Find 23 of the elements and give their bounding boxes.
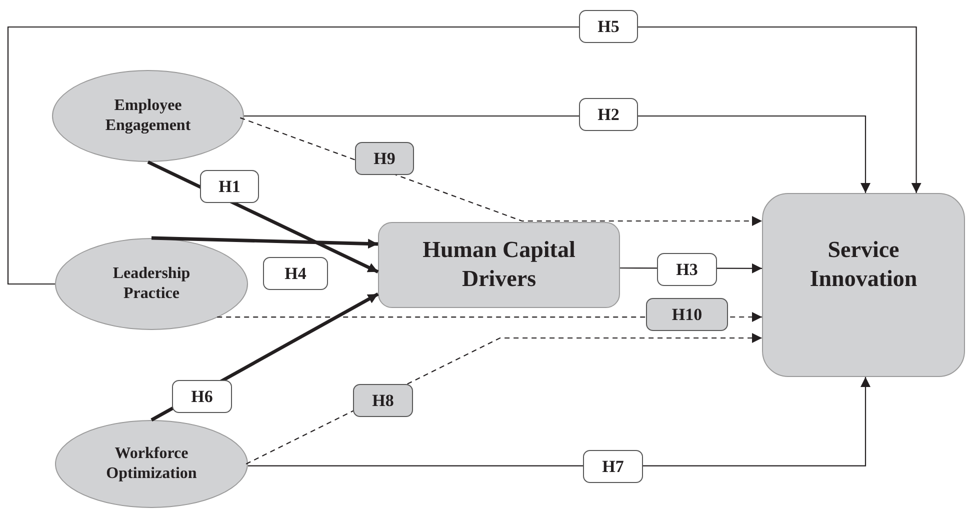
edge-label: H4: [263, 257, 328, 290]
edge-label: H3: [657, 253, 717, 286]
node-text: Workforce Optimization: [105, 444, 198, 484]
edge-label: H6: [172, 380, 232, 413]
node-text: Service Innovation: [808, 236, 918, 293]
edge-label: H1: [200, 170, 259, 203]
node-text: Employee Engagement: [104, 96, 192, 136]
arrow: [244, 115, 870, 193]
edge-label: H9: [355, 142, 414, 175]
arrow: [248, 377, 870, 466]
arrow: [151, 236, 378, 249]
edge-label: H8: [353, 384, 413, 417]
node-text: Human Capital Drivers: [422, 236, 576, 293]
edge-label: H10: [646, 298, 728, 331]
arrow: [7, 26, 922, 285]
edge-label: H2: [579, 98, 638, 131]
node-text: Leadership Practice: [112, 264, 192, 304]
edge-label: H5: [579, 10, 638, 43]
dashed-arrow: [246, 333, 762, 464]
construct-box: [378, 222, 620, 308]
construct-box: [762, 193, 965, 377]
dashed-arrow: [240, 117, 762, 226]
edge-label: H7: [583, 450, 643, 483]
